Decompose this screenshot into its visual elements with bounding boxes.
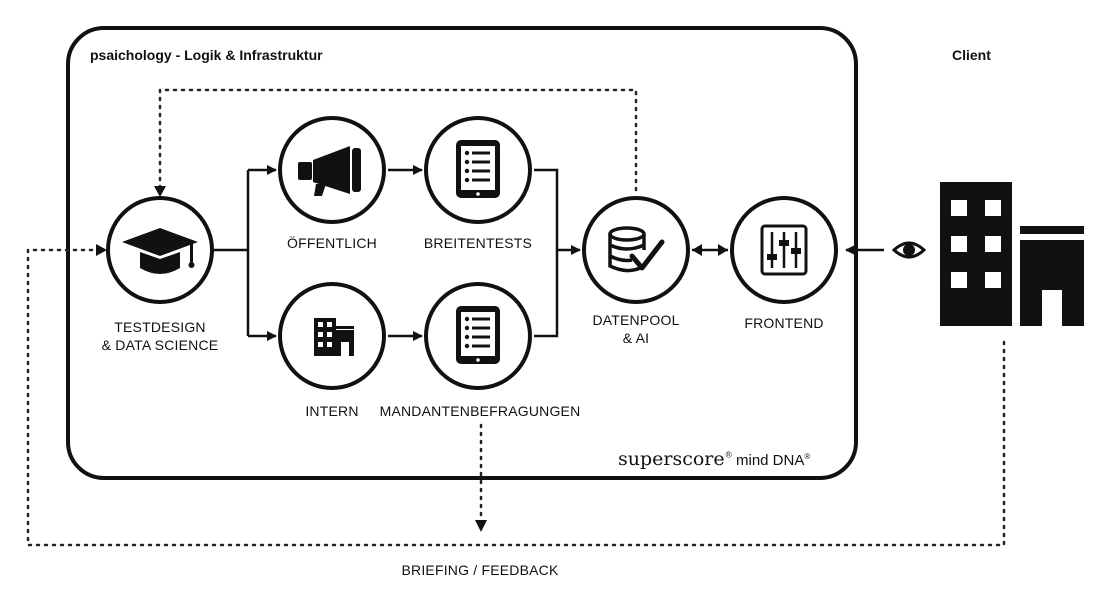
node-datenpool: [582, 196, 690, 304]
bidirectional-right-arrowhead: [718, 244, 728, 256]
label-intern: INTERN: [305, 403, 359, 419]
node-mandantenbefragungen: [424, 282, 532, 390]
label-frontend: FRONTEND: [744, 315, 824, 331]
label-briefing-feedback: BRIEFING / FEEDBACK: [401, 562, 559, 578]
node-breitentests: [424, 116, 532, 224]
megaphone-icon: [298, 146, 361, 196]
label-datenpool-line1: DATENPOOL: [592, 312, 680, 328]
label-testdesign: TESTDESIGN & DATA SCIENCE: [90, 318, 230, 354]
tablet-list-icon: [456, 140, 500, 198]
dotted-loop-top-arrowhead: [154, 186, 166, 197]
graduation-cap-icon: [122, 228, 198, 274]
database-check-icon: [608, 226, 665, 273]
superscore-text: superscore: [618, 448, 725, 470]
node-oeffentlich: [278, 116, 386, 224]
node-frontend: [730, 196, 838, 304]
logic-infrastructure-frame: [66, 26, 858, 480]
dotted-loop-bottom: [26, 248, 1006, 547]
building-icon: [314, 318, 354, 356]
label-breitentests: BREITENTESTS: [423, 235, 533, 251]
label-oeffentlich: ÖFFENTLICH: [287, 235, 377, 251]
label-datenpool: DATENPOOL & AI: [576, 311, 696, 347]
dotted-left-arrowhead: [96, 244, 107, 256]
mind-dna-text: mind DNA: [736, 452, 805, 469]
sliders-icon: [760, 224, 808, 276]
label-testdesign-line1: TESTDESIGN: [114, 319, 206, 335]
dotted-down-arrowhead: [475, 520, 487, 532]
dotted-loop-top: [158, 88, 638, 192]
flow-connectors: [214, 165, 884, 341]
mind-dna-registered: ®: [804, 452, 811, 461]
tablet-list-icon: [456, 306, 500, 364]
main-title: psaichology - Logik & Infrastruktur: [90, 47, 323, 63]
superscore-registered: ®: [724, 450, 733, 460]
label-datenpool-line2: & AI: [622, 330, 650, 346]
label-mandantenbefragungen: MANDANTENBEFRAGUNGEN: [379, 403, 581, 419]
buildings-icon: [940, 182, 1084, 326]
mind-dna-logo: mind DNA®: [736, 452, 810, 469]
superscore-logo: superscore®: [618, 448, 733, 470]
client-title: Client: [952, 47, 991, 63]
label-testdesign-line2: & DATA SCIENCE: [101, 337, 219, 353]
node-intern: [278, 282, 386, 390]
eye-icon: [891, 241, 927, 259]
node-testdesign: [106, 196, 214, 304]
bidirectional-left-arrowhead: [692, 244, 702, 256]
